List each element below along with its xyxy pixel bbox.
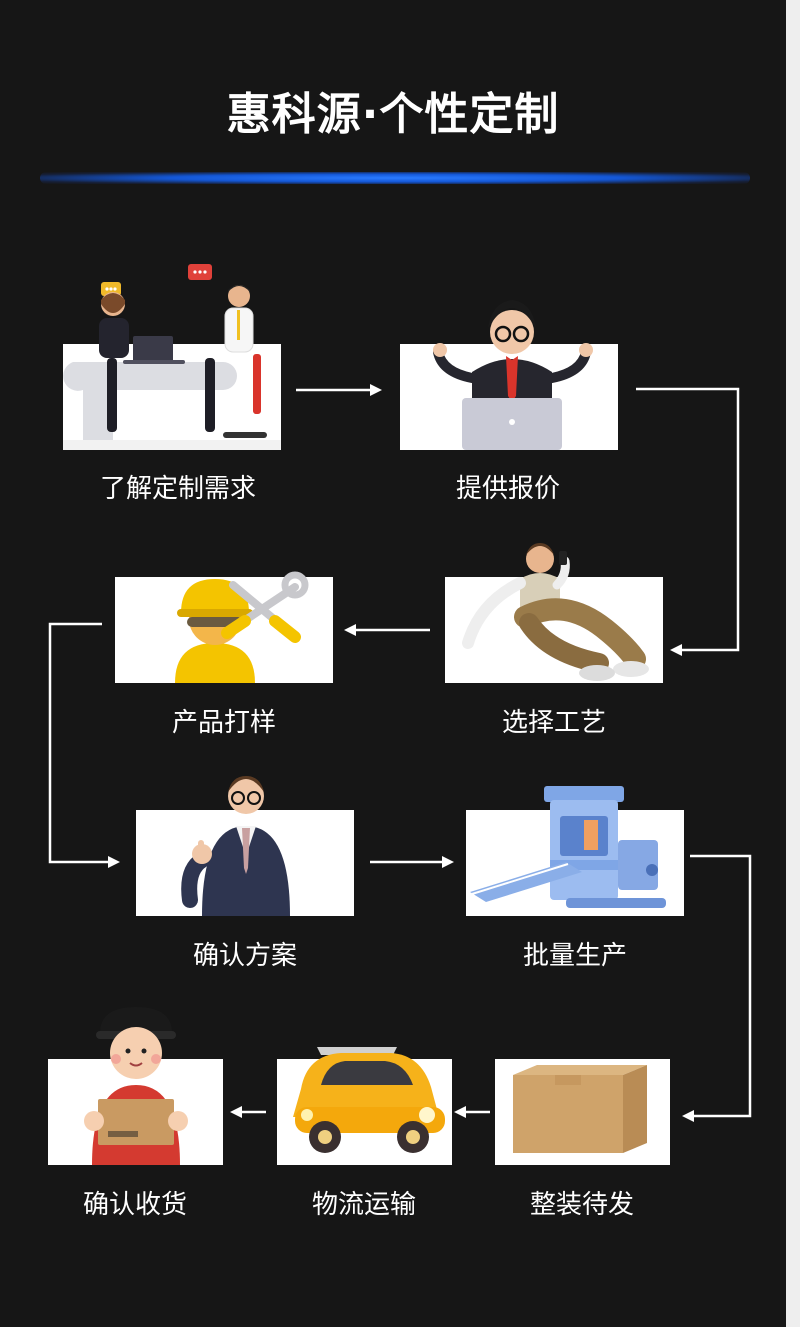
step-card-5 bbox=[136, 776, 354, 916]
step-card-4 bbox=[115, 571, 333, 683]
arrowhead-8-to-9 bbox=[230, 1106, 242, 1118]
delivery-car-icon bbox=[293, 1047, 445, 1153]
arrow-6-to-7 bbox=[690, 854, 752, 1118]
step-label-9: 确认收货 bbox=[82, 1190, 187, 1220]
arrow-2-to-3 bbox=[636, 387, 740, 652]
sitting-man-phone-icon bbox=[462, 543, 649, 681]
step-card-3 bbox=[445, 543, 663, 683]
courier-package-icon bbox=[84, 1007, 188, 1165]
arrow-4-to-5 bbox=[48, 622, 112, 864]
step-label-4: 产品打样 bbox=[171, 708, 276, 738]
right-edge-strip bbox=[786, 0, 800, 1327]
step-label-6: 批量生产 bbox=[522, 941, 627, 971]
step-label-7: 整装待发 bbox=[529, 1190, 634, 1220]
step-card-8 bbox=[277, 1047, 452, 1165]
arrowhead-7-to-8 bbox=[454, 1106, 466, 1118]
arrowhead-4-to-5 bbox=[108, 856, 120, 868]
worker-tools-icon bbox=[175, 571, 309, 683]
step-card-1 bbox=[63, 264, 281, 450]
cardboard-box-icon bbox=[513, 1065, 647, 1153]
arrowhead-2-to-3 bbox=[670, 644, 682, 656]
step-label-5: 确认方案 bbox=[192, 941, 297, 971]
step-label-1: 了解定制需求 bbox=[99, 474, 256, 504]
arrowhead-1-to-2 bbox=[370, 384, 382, 396]
title-underline-bar bbox=[40, 172, 750, 184]
thumbs-up-businessman-icon bbox=[181, 776, 290, 916]
page-title: 惠科源·个性定制 bbox=[226, 89, 560, 140]
step-card-9 bbox=[48, 1007, 223, 1165]
step-card-2 bbox=[400, 300, 618, 450]
production-machine-icon bbox=[470, 786, 666, 908]
step-label-8: 物流运输 bbox=[311, 1190, 416, 1220]
arrowhead-5-to-6 bbox=[442, 856, 454, 868]
step-label-2: 提供报价 bbox=[455, 474, 560, 504]
arrowhead-6-to-7 bbox=[682, 1110, 694, 1122]
arrowhead-3-to-4 bbox=[344, 624, 356, 636]
step-card-7 bbox=[495, 1059, 670, 1165]
business-meeting-icon bbox=[63, 264, 281, 450]
laptop-presenter-icon bbox=[433, 300, 593, 450]
step-card-6 bbox=[466, 786, 684, 916]
step-label-3: 选择工艺 bbox=[501, 708, 606, 738]
